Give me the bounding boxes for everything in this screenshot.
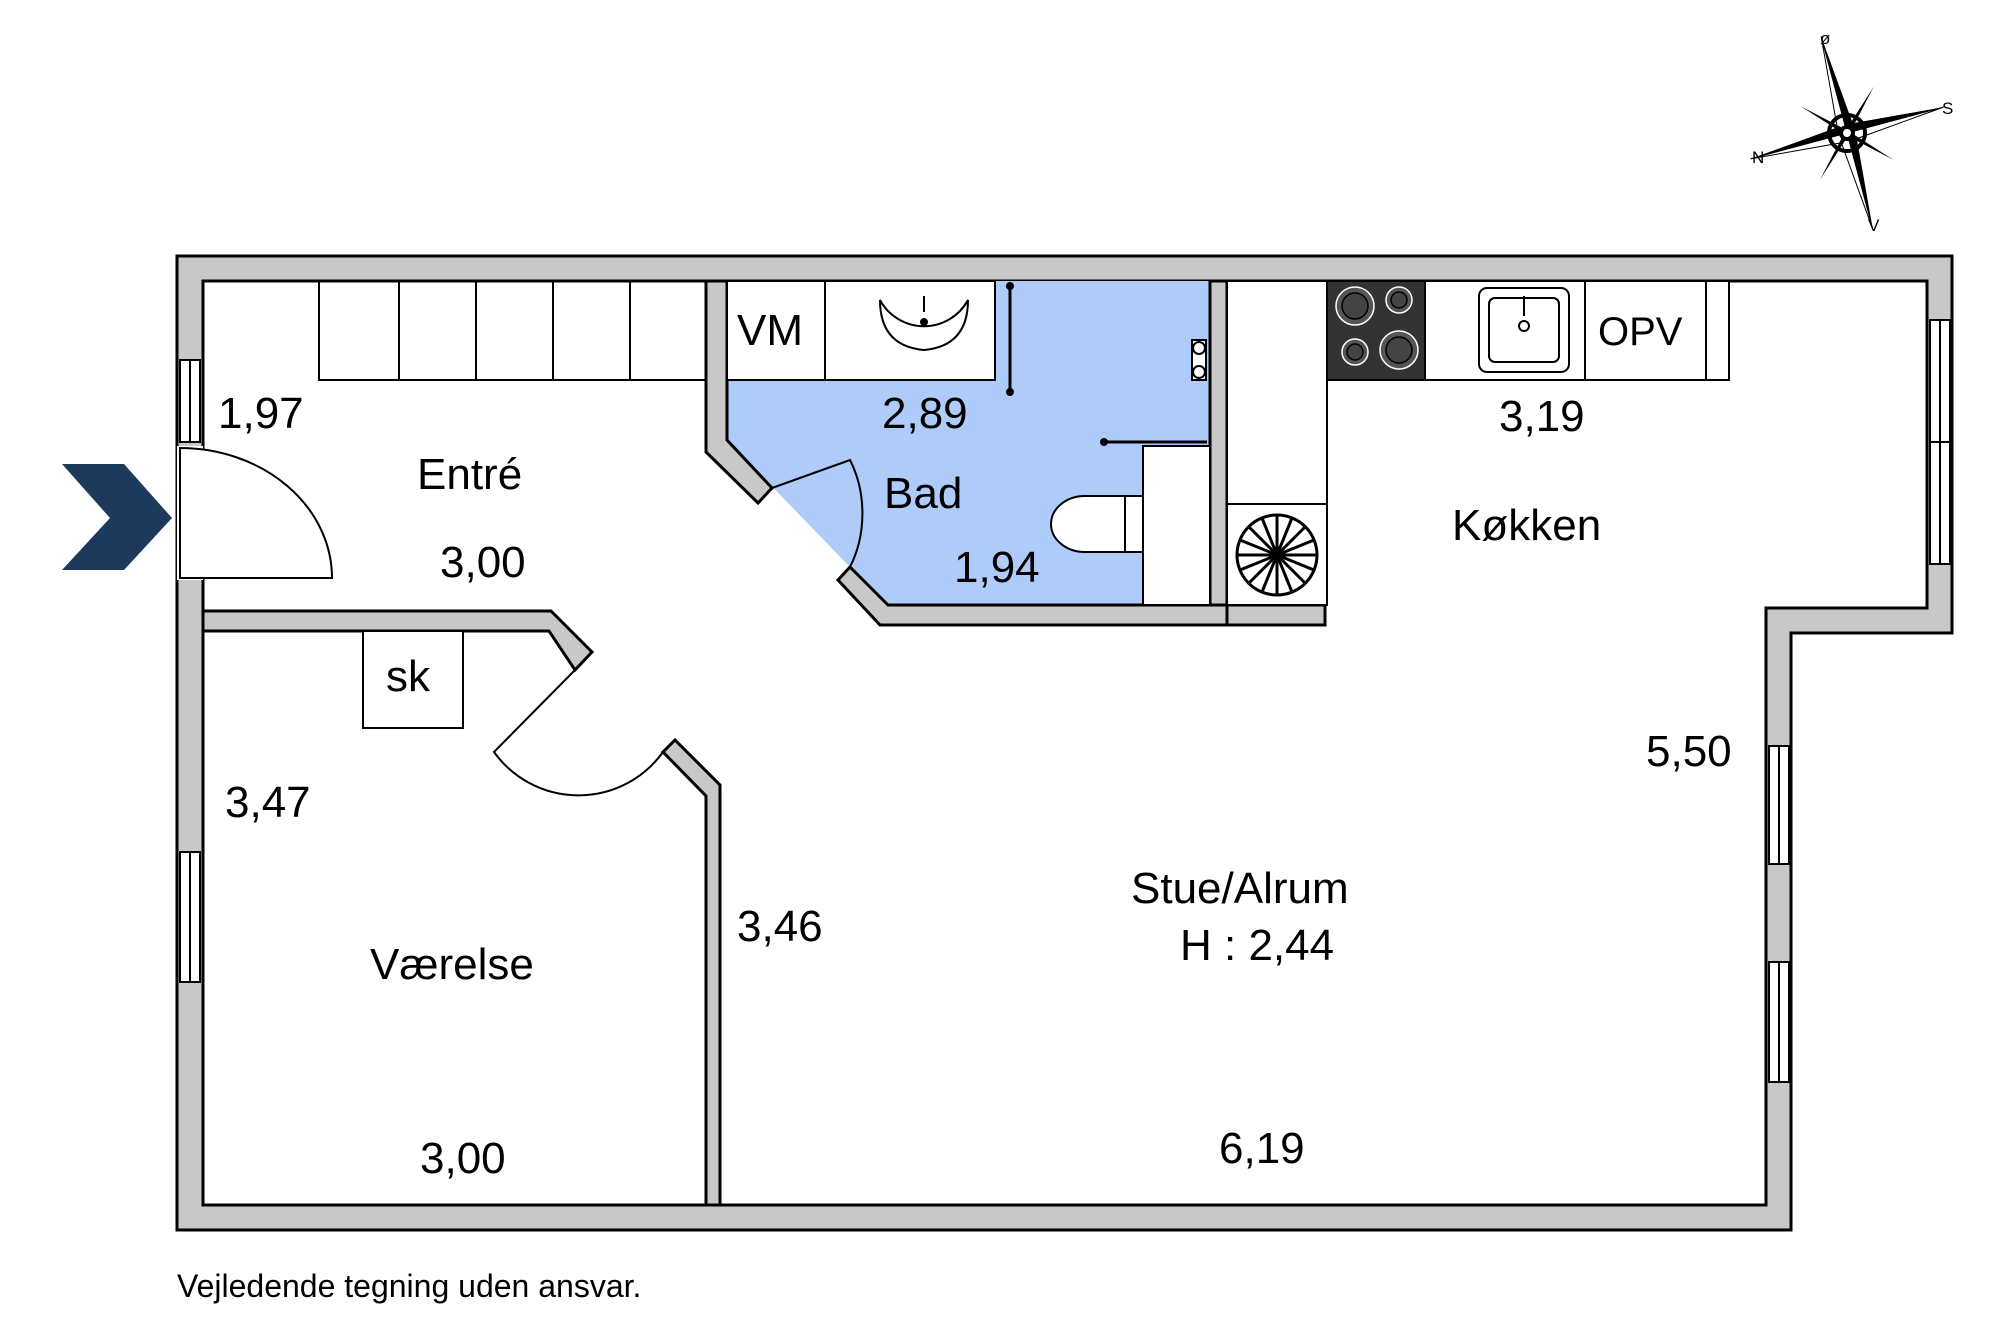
dimension-vaerelse-width: 3,00 — [420, 1134, 506, 1183]
washing-machine — [726, 280, 826, 381]
bathroom-fixtures — [726, 280, 1211, 606]
disclaimer-text: Vejledende tegning uden ansvar. — [177, 1268, 642, 1304]
fridge-tall-cabinet — [1226, 280, 1328, 505]
kitchen-fixtures — [1226, 280, 1730, 606]
room-height: H : 2,44 — [1180, 921, 1334, 970]
entrance-door — [177, 446, 334, 580]
room-label-entre: Entré — [417, 450, 522, 499]
dimension-stue-side: 5,50 — [1646, 727, 1732, 776]
windows — [179, 319, 1951, 1083]
dimension-vaerelse-length: 3,47 — [225, 778, 311, 827]
label-washing-machine: VM — [737, 306, 803, 355]
wardrobe — [318, 280, 707, 381]
basin-icon — [879, 299, 969, 352]
compass-label-west: N — [1752, 148, 1764, 167]
compass-rose-icon — [1750, 36, 1944, 230]
dimension-stue-width: 6,19 — [1219, 1124, 1305, 1173]
room-labels: Entré Bad Køkken Værelse Stue/Alrum H : … — [370, 450, 1601, 989]
room-label-bad: Bad — [884, 469, 962, 518]
fixture-labels: VM OPV sk — [386, 306, 1683, 701]
label-dishwasher: OPV — [1598, 310, 1683, 354]
bathroom-door — [771, 458, 864, 568]
toilet-cistern — [1142, 445, 1211, 606]
dimension-kokken-width: 3,19 — [1499, 392, 1585, 441]
room-label-vaerelse: Værelse — [370, 940, 534, 989]
dimension-labels: 1,97 3,00 2,89 1,94 3,19 5,50 3,47 3,00 … — [218, 389, 1732, 1183]
dimension-hall-side: 3,46 — [737, 902, 823, 951]
entry-arrow-icon — [62, 464, 172, 570]
kitchen-counter — [1424, 280, 1730, 381]
dimension-entre-width: 1,97 — [218, 389, 304, 438]
exterior-walls — [175, 254, 1954, 1232]
bedroom-door — [492, 669, 664, 797]
room-label-stue: Stue/Alrum — [1131, 864, 1349, 913]
dimension-entre-length: 3,00 — [440, 538, 526, 587]
compass-label-east: S — [1942, 99, 1953, 118]
cabinet-box — [362, 630, 464, 729]
room-label-kokken: Køkken — [1452, 501, 1601, 550]
dimension-bad-width: 2,89 — [882, 389, 968, 438]
dimension-bad-length: 1,94 — [954, 543, 1040, 592]
label-cabinet: sk — [386, 652, 431, 701]
toilet-icon — [1050, 495, 1144, 553]
compass-label-south: V — [1868, 216, 1880, 235]
compass-label-top: ø — [1820, 29, 1830, 48]
